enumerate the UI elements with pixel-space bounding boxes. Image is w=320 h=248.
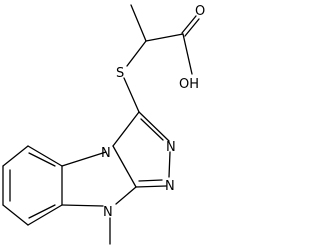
bond-c5-c6 — [2, 145, 29, 167]
bond-c3-n2-inner — [140, 118, 164, 141]
bond-s-ring — [123, 77, 140, 113]
bond-co-double-a — [181, 15, 197, 34]
bond-ch-s — [126, 40, 147, 67]
atom-label-nitrogen-top: N — [166, 140, 176, 155]
bond-c9a-n9 — [115, 186, 137, 205]
bond-c8-c8a-inner — [28, 204, 56, 219]
bond-c7-c8 — [2, 204, 29, 226]
atom-label-nitrogen-fused: N — [101, 146, 111, 161]
bond-c8-c8a — [27, 204, 63, 226]
bond-c4a-c5 — [27, 145, 63, 167]
structure-canvas: S O OH N N N N — [2, 4, 205, 245]
atom-labels: S O OH N N N N — [101, 4, 205, 220]
bond-n2-n1 — [168, 151, 171, 178]
bond-n1-c9a-inner — [138, 179, 163, 182]
bond-c4a-c5-inner — [28, 152, 56, 167]
bond-c9a-n4 — [112, 145, 137, 188]
atom-label-hydroxyl: OH — [179, 77, 199, 92]
triazole-ring-bonds — [112, 111, 171, 188]
bond-n1-c9a — [135, 185, 167, 188]
bond-n9-c8a — [61, 204, 104, 207]
atom-label-nitrogen-methyl: N — [103, 205, 113, 220]
imidazole-ring-bonds — [61, 151, 137, 245]
atom-label-nitrogen-mid: N — [165, 179, 175, 194]
molecule-diagram: S O OH N N N N — [2, 4, 205, 245]
side-chain-bonds — [123, 4, 200, 113]
benzene-ring-bonds — [2, 145, 63, 226]
atom-label-oxygen-carbonyl: O — [195, 4, 205, 19]
bond-co-double-b — [184, 18, 200, 37]
bond-ch-carboxyl — [145, 33, 184, 42]
bond-methyl-ch — [130, 4, 147, 42]
bond-c3-n2 — [138, 111, 170, 142]
bond-c-oh — [182, 33, 193, 75]
bond-c3-n4 — [112, 111, 140, 147]
atom-label-sulfur: S — [116, 66, 124, 81]
bond-n4-c4a — [61, 151, 107, 167]
